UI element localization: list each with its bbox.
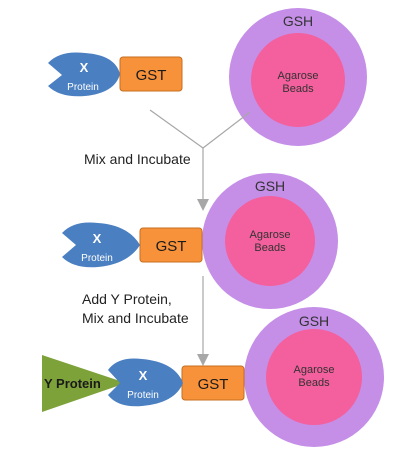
- gsh-label-3: GSH: [299, 313, 329, 329]
- y-protein-shape: [42, 355, 126, 412]
- gsh-label-2: GSH: [255, 178, 285, 194]
- x-protein-label-2-protein: Protein: [81, 253, 113, 264]
- gst-label-3: GST: [198, 376, 229, 393]
- row-2: GSH Agarose Beads GST X Protein: [62, 173, 338, 309]
- beads-label-3-line2: Beads: [298, 377, 330, 389]
- x-protein-label-1-protein: Protein: [67, 82, 99, 93]
- x-protein-label-1-x: X: [80, 60, 89, 75]
- step-2-label: Add Y Protein, Mix and Incubate: [82, 290, 189, 328]
- y-protein-label: Y Protein: [44, 376, 101, 391]
- row-1: GSH Agarose Beads GST X Protein: [48, 8, 367, 146]
- agarose-bead-2: [225, 196, 315, 286]
- gsh-label-1: GSH: [283, 13, 313, 29]
- agarose-bead-1: [251, 33, 345, 127]
- step-1-text: Mix and Incubate: [84, 151, 191, 167]
- agarose-bead-3: [266, 329, 362, 425]
- x-protein-label-3-x: X: [139, 368, 148, 383]
- x-protein-shape-2: [62, 222, 140, 268]
- gst-label-2: GST: [156, 238, 187, 255]
- beads-label-2-line1: Agarose: [250, 229, 291, 241]
- x-protein-shape-1: [48, 52, 120, 97]
- beads-label-1-line2: Beads: [282, 83, 314, 95]
- gst-label-1: GST: [136, 67, 167, 84]
- step-1-label: Mix and Incubate: [84, 150, 191, 169]
- x-protein-shape-3: [108, 358, 183, 407]
- beads-label-1-line1: Agarose: [278, 70, 319, 82]
- beads-label-2-line2: Beads: [254, 242, 286, 254]
- step-2-line2: Mix and Incubate: [82, 310, 189, 326]
- beads-label-3-line1: Agarose: [294, 364, 335, 376]
- merge-line-left-1: [149, 109, 204, 149]
- step-2-line1: Add Y Protein,: [82, 291, 172, 307]
- merge-line-right-1: [202, 111, 251, 149]
- row-3: GSH Agarose Beads GST X Protein Y Protei…: [42, 307, 384, 447]
- x-protein-label-2-x: X: [93, 231, 102, 246]
- x-protein-label-3-protein: Protein: [127, 390, 159, 401]
